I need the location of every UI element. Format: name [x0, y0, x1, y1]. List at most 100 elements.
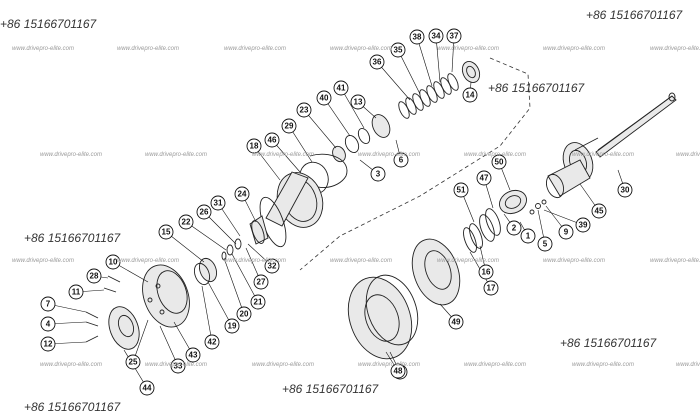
shaft-small-parts [529, 199, 547, 215]
callout-number: 25 [129, 358, 138, 367]
callout-47: 47 [476, 170, 492, 186]
leader-line [376, 61, 411, 101]
callout-33: 33 [170, 358, 186, 374]
callout-28: 28 [86, 268, 102, 284]
callout-number: 24 [238, 190, 247, 199]
watermark-url: www.drivepro-elite.com [464, 362, 526, 368]
callout-number: 47 [480, 174, 489, 183]
callout-number: 32 [268, 262, 277, 271]
callout-32: 32 [264, 258, 280, 274]
callout-bubble [178, 214, 194, 230]
callout-bubble [40, 316, 56, 332]
callout-43: 43 [185, 347, 201, 363]
callout-number: 19 [228, 322, 237, 331]
callout-bubble [253, 274, 269, 290]
callout-number: 42 [208, 338, 217, 347]
watermark-phone: +86 15166701167 [24, 400, 122, 414]
callout-number: 40 [320, 94, 329, 103]
bolts [85, 275, 121, 343]
hub-cover [411, 238, 461, 306]
callout-bubble [483, 280, 499, 296]
callout-number: 12 [44, 340, 53, 349]
callout-bubble [185, 347, 201, 363]
callout-bubble [575, 217, 591, 233]
callout-18: 18 [246, 138, 262, 154]
callout-42: 42 [204, 334, 220, 350]
callout-3: 3 [370, 166, 386, 182]
callout-24: 24 [234, 186, 250, 202]
callout-number: 14 [466, 91, 475, 100]
callout-31: 31 [210, 195, 226, 211]
leader-line [416, 36, 433, 87]
callout-20: 20 [236, 306, 252, 322]
leader-line [203, 211, 237, 245]
callout-number: 49 [452, 318, 461, 327]
callout-34: 34 [428, 28, 444, 44]
callout-number: 13 [354, 98, 363, 107]
callout-23: 23 [296, 102, 312, 118]
callout-number: 16 [482, 268, 491, 277]
callout-48: 48 [390, 363, 406, 379]
watermark-url: www.drivepro-elite.com [117, 46, 179, 52]
planet-gear [193, 257, 218, 286]
watermark-url: www.drivepro-elite.com [650, 46, 700, 52]
callout-7: 7 [40, 296, 56, 312]
callout-bubble [409, 29, 425, 45]
callout-bubble [370, 166, 386, 182]
watermark-url: www.drivepro-elite.com [117, 258, 179, 264]
callout-bubble [204, 334, 220, 350]
callout-bubble [264, 258, 280, 274]
callout-12: 12 [40, 336, 56, 352]
callout-27: 27 [253, 274, 269, 290]
callout-38: 38 [409, 29, 425, 45]
leader-line [397, 49, 421, 95]
callout-number: 10 [109, 258, 118, 267]
callout-39: 39 [575, 217, 591, 233]
callout-number: 36 [373, 58, 382, 67]
callout-number: 18 [250, 142, 259, 151]
callout-bubble [617, 182, 633, 198]
axle-shaft [595, 92, 677, 158]
callout-number: 45 [595, 207, 604, 216]
callout-bubble [158, 224, 174, 240]
callout-number: 30 [621, 186, 630, 195]
callout-46: 46 [264, 132, 280, 148]
watermark-phone: +86 15166701167 [282, 382, 380, 396]
callout-bubble [393, 152, 409, 168]
callout-number: 5 [543, 240, 548, 249]
callout-25: 25 [125, 354, 141, 370]
callout-bubble [448, 314, 464, 330]
callout-bubble [462, 87, 478, 103]
callout-10: 10 [105, 254, 121, 270]
watermark-url: www.drivepro-elite.com [40, 362, 102, 368]
callout-4: 4 [40, 316, 56, 332]
callout-41: 41 [333, 80, 349, 96]
leader-line [303, 109, 337, 149]
bearing-cage [499, 189, 527, 215]
watermark-url: www.drivepro-elite.com [676, 152, 700, 158]
watermark-url: www.drivepro-elite.com [252, 362, 314, 368]
watermark-url: www.drivepro-elite.com [464, 152, 526, 158]
watermark-url: www.drivepro-elite.com [12, 46, 74, 52]
callout-number: 2 [512, 224, 517, 233]
callout-bubble [210, 195, 226, 211]
callout-bubble [428, 28, 444, 44]
callout-number: 43 [189, 351, 198, 360]
watermark-url: www.drivepro-elite.com [330, 46, 392, 52]
callout-number: 6 [399, 156, 404, 165]
callout-bubble [333, 80, 349, 96]
watermark-url: www.drivepro-elite.com [437, 46, 499, 52]
callout-bubble [537, 236, 553, 252]
callout-bubble [224, 318, 240, 334]
callout-number: 39 [579, 221, 588, 230]
callout-bubble [264, 132, 280, 148]
callout-number: 11 [72, 288, 81, 297]
callout-bubble [68, 284, 84, 300]
callout-bubble [591, 203, 607, 219]
callout-number: 20 [240, 310, 249, 319]
callout-number: 31 [214, 199, 223, 208]
watermark-url: www.drivepro-elite.com [650, 258, 700, 264]
callout-bubble [316, 90, 332, 106]
callout-bubble [246, 138, 262, 154]
